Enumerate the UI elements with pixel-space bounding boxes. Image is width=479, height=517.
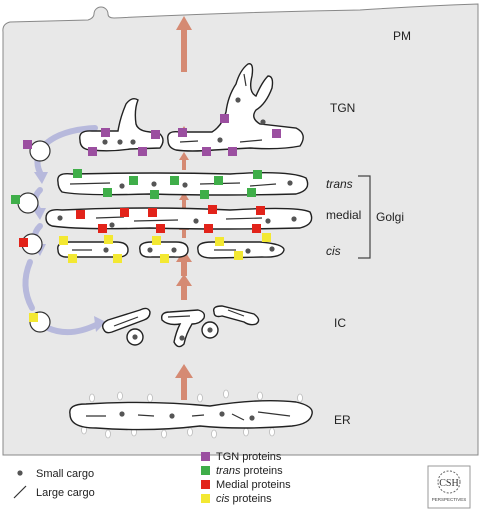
vesicle-tgn <box>29 140 51 162</box>
trans-protein-marker <box>73 169 82 178</box>
tgn-compartment <box>79 63 304 156</box>
large-cargo-swatch <box>13 485 27 499</box>
medial-protein-marker <box>156 224 165 233</box>
cis-protein-marker <box>215 237 224 246</box>
legend: Small cargo Large cargo TGN proteins tra… <box>13 451 291 505</box>
legend-large-cargo: Large cargo <box>36 487 95 499</box>
medial-protein-marker <box>204 224 213 233</box>
er-compartment <box>69 389 313 439</box>
label-er: ER <box>334 413 351 427</box>
cis-protein-marker <box>160 254 169 263</box>
tgn-legend-swatch <box>201 452 210 461</box>
trans-protein-marker <box>150 190 159 199</box>
tgn-protein-marker <box>202 147 211 156</box>
tgn-protein-marker <box>178 128 187 137</box>
cis-legend-swatch <box>201 494 210 503</box>
label-cis: cis <box>326 244 341 258</box>
trans-cisterna <box>57 169 309 199</box>
csh-perspectives-logo: CSH PERSPECTIVES <box>427 465 471 509</box>
label-trans: trans <box>326 177 353 191</box>
legend-medial-proteins: Medial proteins <box>216 479 291 491</box>
cis-protein-marker <box>234 251 243 260</box>
tgn-left-cisterna <box>79 97 164 152</box>
arrow-to-trans <box>179 192 189 208</box>
svg-text:PERSPECTIVES: PERSPECTIVES <box>432 497 467 502</box>
legend-trans-proteins: trans proteins <box>216 465 283 477</box>
tgn-protein-marker <box>23 140 32 149</box>
ic-compartment <box>101 305 260 348</box>
legend-tgn-proteins: TGN proteins <box>216 451 282 463</box>
svg-text:CSH: CSH <box>439 478 458 489</box>
golgi-bracket <box>358 175 371 259</box>
small-cargo-swatch <box>17 470 23 476</box>
medial-protein-marker <box>148 208 157 217</box>
medial-cisterna <box>45 205 313 233</box>
cis-protein-marker <box>59 236 68 245</box>
tgn-protein-marker <box>101 128 110 137</box>
label-ic: IC <box>334 316 346 330</box>
tgn-protein-marker <box>88 147 97 156</box>
cis-protein-marker <box>113 254 122 263</box>
trans-protein-marker <box>103 188 112 197</box>
trans-protein-marker <box>200 190 209 199</box>
cis-protein-marker <box>152 236 161 245</box>
trans-protein-marker <box>11 195 20 204</box>
label-tgn: TGN <box>330 101 355 115</box>
cis-protein-marker <box>262 233 271 242</box>
tgn-protein-marker <box>220 114 229 123</box>
tgn-protein-marker <box>138 147 147 156</box>
vesicles <box>11 140 51 333</box>
arrow-ic-to-cis <box>176 274 192 300</box>
cis-protein-marker <box>104 235 113 244</box>
cis-protein-marker <box>29 313 38 322</box>
medial-protein-marker <box>256 206 265 215</box>
arrow-to-tgn <box>179 152 189 170</box>
tgn-protein-marker <box>272 129 281 138</box>
cis-cisternae <box>57 233 285 263</box>
tgn-protein-marker <box>151 130 160 139</box>
label-golgi: Golgi <box>376 210 404 224</box>
medial-protein-marker <box>98 224 107 233</box>
tgn-right-cisterna <box>167 63 304 152</box>
medial-protein-marker <box>252 224 261 233</box>
legend-cis-proteins: cis proteins <box>216 493 272 505</box>
trans-protein-marker <box>214 176 223 185</box>
medial-protein-marker <box>120 208 129 217</box>
trans-protein-marker <box>129 176 138 185</box>
cis-protein-marker <box>68 254 77 263</box>
legend-small-cargo: Small cargo <box>36 468 94 480</box>
medial-protein-marker <box>76 210 85 219</box>
medial-protein-marker <box>208 205 217 214</box>
trans-protein-marker <box>247 188 256 197</box>
vesicle-trans <box>17 192 39 214</box>
trans-protein-marker <box>253 170 262 179</box>
arrow-er-to-ic <box>175 364 193 400</box>
medial-protein-marker <box>19 238 28 247</box>
trans-protein-marker <box>170 176 179 185</box>
arrow-pm <box>176 16 192 72</box>
tgn-protein-marker <box>228 147 237 156</box>
trans-legend-swatch <box>201 466 210 475</box>
label-pm: PM <box>393 29 411 43</box>
label-medial: medial <box>326 208 361 222</box>
medial-legend-swatch <box>201 480 210 489</box>
